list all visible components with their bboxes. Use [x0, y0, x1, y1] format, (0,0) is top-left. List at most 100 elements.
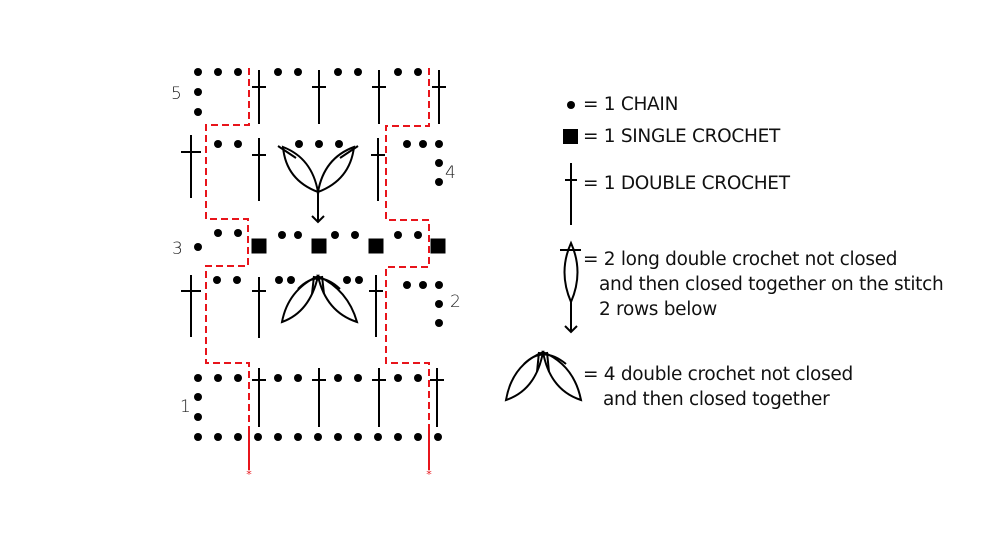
- chain-stitch: [278, 231, 286, 239]
- legend-long-dc-line-2: and then closed together on the stitch: [599, 274, 944, 295]
- chain-stitch: [194, 413, 202, 421]
- row-label-1: 1: [180, 397, 191, 417]
- chain-stitch: [234, 433, 242, 441]
- chain-stitch: [435, 281, 443, 289]
- chain-stitch: [194, 68, 202, 76]
- chain-stitch: [351, 231, 359, 239]
- chain-stitch: [394, 68, 402, 76]
- double-crochet-icon: [565, 163, 577, 225]
- chain-stitch: [434, 433, 442, 441]
- chain-stitch: [214, 374, 222, 382]
- chain-stitch: [194, 433, 202, 441]
- double-crochet-stitch: [372, 368, 386, 427]
- chain-stitch: [414, 68, 422, 76]
- cluster-crossbar-left: [277, 145, 297, 159]
- double-crochet-stitch: [312, 368, 326, 427]
- chain-stitch: [331, 231, 339, 239]
- chain-stitch: [294, 374, 302, 382]
- chain-stitch: [294, 231, 302, 239]
- chain-stitch: [294, 68, 302, 76]
- legend-long-dc-line-1: = 2 long double crochet not closed: [583, 249, 898, 270]
- chain-stitch: [354, 433, 362, 441]
- row-label-5: 5: [171, 84, 182, 104]
- chain-stitch: [335, 140, 343, 148]
- chain-stitch: [254, 433, 262, 441]
- legend-four-dc-line-2: and then closed together: [603, 389, 830, 410]
- chain-stitch: [274, 68, 282, 76]
- chain-stitch: [315, 140, 323, 148]
- double-crochet-stitch: [181, 135, 201, 198]
- single-crochet-stitch: [430, 238, 446, 254]
- chain-stitch: [394, 433, 402, 441]
- single-crochet-stitch: [311, 238, 327, 254]
- chain-stitch: [194, 88, 202, 96]
- chain-stitch: [394, 231, 402, 239]
- chain-stitch: [435, 319, 443, 327]
- fan-stem-inner-left: [311, 275, 315, 295]
- chain-stitch: [294, 433, 302, 441]
- chain-stitch: [435, 300, 443, 308]
- legend-four-dc-line-1: = 4 double crochet not closed: [583, 364, 853, 385]
- chain-stitch: [214, 68, 222, 76]
- chain-stitch: [334, 68, 342, 76]
- repeat-line-left: [205, 68, 250, 430]
- double-crochet-stitch: [371, 138, 385, 201]
- chain-stitch: [374, 433, 382, 441]
- row-label-4: 4: [445, 163, 456, 183]
- chain-stitch: [419, 140, 427, 148]
- chain-stitch: [194, 108, 202, 116]
- chain-stitch: [214, 140, 222, 148]
- fan-top-arc: [297, 277, 341, 290]
- chain-stitch: [394, 374, 402, 382]
- row-labels: 5 4 3 2 1: [171, 84, 461, 417]
- four-double-crochet-cluster: [280, 274, 359, 324]
- chain-icon: [567, 101, 575, 109]
- double-crochet-stitch: [252, 70, 266, 124]
- double-crochet-stitch: [430, 368, 444, 427]
- chain-stitch: [435, 178, 443, 186]
- cluster-crossbar-right: [339, 145, 359, 159]
- double-crochet-stitch: [369, 275, 383, 337]
- legend-chain-text: = 1 CHAIN: [583, 94, 679, 115]
- chain-stitch: [435, 140, 443, 148]
- double-crochet-stitch: [432, 70, 446, 124]
- chain-stitch: [414, 374, 422, 382]
- chain-stitch: [435, 159, 443, 167]
- chain-stitch: [214, 433, 222, 441]
- single-crochet-stitch: [251, 238, 267, 254]
- chain-stitch: [233, 276, 241, 284]
- chain-stitch: [234, 374, 242, 382]
- double-crochet-stitch: [252, 277, 266, 338]
- legend-single-crochet-text: = 1 SINGLE CROCHET: [583, 126, 781, 147]
- chain-stitch: [274, 374, 282, 382]
- chain-stitch: [234, 229, 242, 237]
- chain-stitch: [354, 68, 362, 76]
- single-crochet-stitch: [368, 238, 384, 254]
- chain-stitch: [234, 68, 242, 76]
- fan-stem-inner-right: [321, 275, 325, 295]
- repeat-marker-left: *: [246, 468, 252, 481]
- chain-stitch: [334, 374, 342, 382]
- double-crochet-stitch: [252, 138, 266, 201]
- repeat-line-right: [385, 68, 430, 430]
- stitch-layer: [181, 68, 446, 441]
- chain-stitch: [287, 276, 295, 284]
- chain-stitch: [275, 276, 283, 284]
- repeat-boundary-lines: **: [205, 68, 432, 481]
- chain-stitch: [403, 281, 411, 289]
- repeat-marker-right: *: [426, 468, 432, 481]
- chain-stitch: [274, 433, 282, 441]
- legend-double-crochet-text: = 1 DOUBLE CROCHET: [583, 173, 790, 194]
- single-crochet-icon: [563, 129, 578, 144]
- chain-stitch: [414, 433, 422, 441]
- row-label-2: 2: [450, 292, 461, 312]
- four-double-crochet-cluster-icon: [504, 350, 583, 402]
- chain-stitch: [194, 374, 202, 382]
- double-crochet-stitch: [312, 70, 326, 124]
- chain-stitch: [214, 229, 222, 237]
- double-crochet-stitch: [372, 70, 386, 124]
- chain-stitch: [194, 393, 202, 401]
- chain-stitch: [314, 433, 322, 441]
- cluster-arrow-head: [311, 215, 325, 224]
- chain-stitch: [355, 276, 363, 284]
